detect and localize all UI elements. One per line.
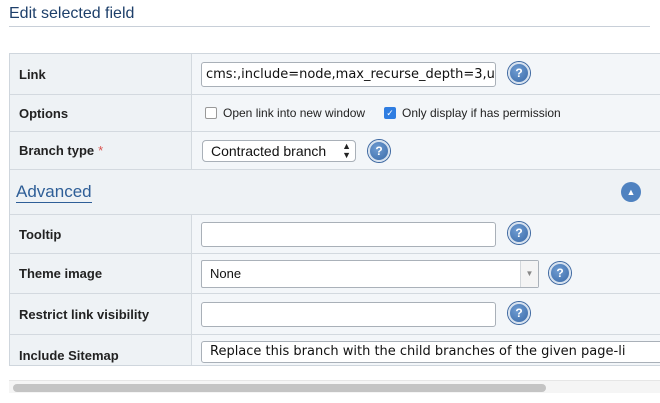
restrict-label: Restrict link visibility [10,294,192,334]
scrollbar-thumb[interactable] [13,384,546,392]
theme-image-selected: None [210,266,242,281]
restrict-help-icon[interactable]: ? [508,302,530,324]
link-row: Link cms:,include=node,max_recurse_depth… [10,54,660,95]
advanced-section-title[interactable]: Advanced [16,182,92,203]
link-input[interactable]: cms:,include=node,max_recurse_depth=3,us… [201,62,496,87]
theme-image-help-icon[interactable]: ? [549,262,571,284]
advanced-section-header: Advanced ▲ [10,170,660,215]
branch-type-label: Branch type [19,143,95,158]
sitemap-label: Include Sitemap [10,335,192,365]
new-window-checkbox[interactable] [205,107,217,119]
new-window-label[interactable]: Open link into new window [223,106,366,120]
theme-image-label: Theme image [10,254,192,293]
panel-title: Edit selected field [9,5,650,27]
branch-type-selected: Contracted branch [211,143,327,159]
branch-type-row: Branch type * Contracted branch ▲▼ ? [10,132,660,170]
tooltip-help-icon[interactable]: ? [508,222,530,244]
restrict-row: Restrict link visibility ? [10,294,660,335]
branch-type-help-icon[interactable]: ? [368,140,390,162]
permission-label[interactable]: Only display if has permission [402,106,561,120]
options-label: Options [10,95,192,131]
horizontal-scrollbar[interactable] [9,380,660,393]
branch-type-select[interactable]: Contracted branch ▲▼ [202,140,356,162]
restrict-input[interactable] [201,302,496,327]
theme-image-select[interactable]: None ▼ [201,260,539,288]
sitemap-row: Include Sitemap Replace this branch with… [10,335,660,365]
options-row: Options Open link into new window ✓ Only… [10,95,660,132]
tooltip-label: Tooltip [10,215,192,253]
tooltip-input[interactable] [201,222,496,247]
select-arrows-icon: ▲▼ [342,141,351,160]
required-marker: * [98,143,104,158]
menu-item-form: Link cms:,include=node,max_recurse_depth… [9,53,660,366]
link-help-icon[interactable]: ? [508,62,530,84]
sitemap-select[interactable]: Replace this branch with the child branc… [201,341,660,363]
dropdown-arrow-icon[interactable]: ▼ [520,261,538,287]
link-label: Link [10,54,192,94]
tooltip-row: Tooltip ? [10,215,660,254]
permission-checkbox[interactable]: ✓ [384,107,396,119]
collapse-icon[interactable]: ▲ [621,182,641,202]
theme-image-row: Theme image None ▼ ? [10,254,660,294]
